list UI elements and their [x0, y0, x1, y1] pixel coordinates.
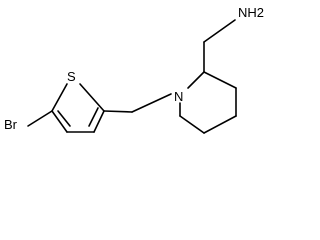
bond-c3-c2 [93, 110, 105, 133]
sulfur-label: S [67, 69, 76, 84]
bond-c5-s [51, 83, 68, 112]
bond-c2-ch2 [103, 110, 133, 113]
bond-c4p-c5p [203, 115, 237, 134]
bond-c3-c2-double [88, 107, 99, 127]
bond-ch2-n [131, 93, 172, 113]
amine-label: NH2 [238, 5, 264, 20]
nitrogen-label: N [174, 89, 183, 104]
bond-c5p-c6p [179, 115, 205, 134]
bond-ch2-nh2 [203, 19, 236, 43]
bond-c4-c4-double [57, 110, 71, 127]
bromine-label: Br [4, 117, 18, 132]
bond-c2p-c3p [203, 71, 237, 89]
bond-br-c5 [27, 110, 53, 127]
chemical-structure-diagram: Br S N NH2 [4, 5, 264, 134]
bond-s-c2 [79, 83, 105, 112]
bond-c5-c4 [51, 110, 68, 133]
bond-n-c2p [187, 71, 205, 89]
structure-canvas: Br S N NH2 [4, 5, 265, 134]
